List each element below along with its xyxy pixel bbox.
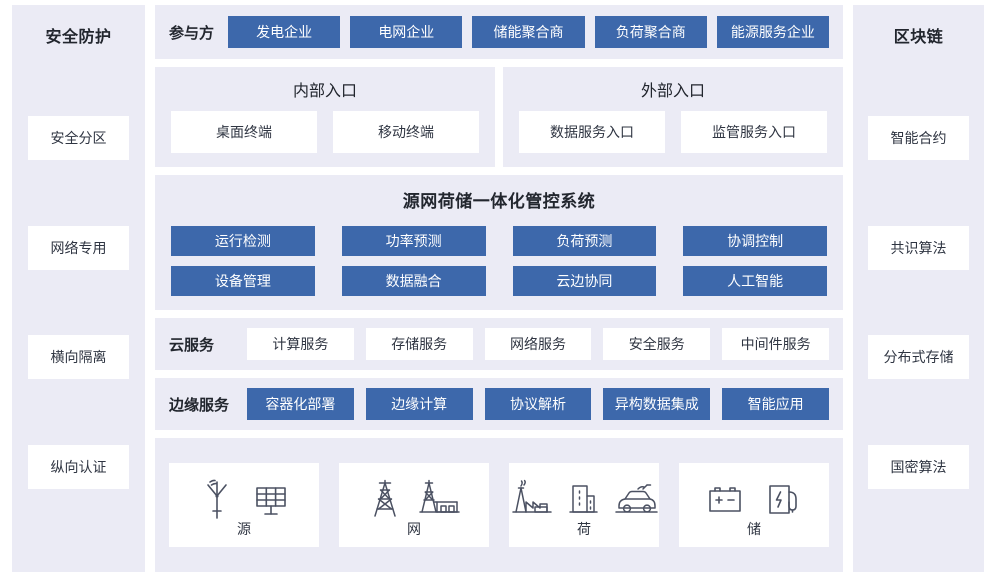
building-icon (567, 478, 599, 520)
internal-entrance-items: 桌面终端 移动终端 (171, 111, 479, 153)
module-load-forecast[interactable]: 负荷预测 (512, 226, 657, 256)
participants-label: 参与方 (169, 24, 215, 42)
entrance-data-service[interactable]: 数据服务入口 (519, 111, 665, 153)
cloud-service-row: 云服务 计算服务 存储服务 网络服务 安全服务 中间件服务 (155, 318, 843, 370)
right-sidebar-title: 区块链 (893, 29, 944, 46)
domain-card-storage[interactable]: 储 (679, 463, 829, 547)
factory-icon (509, 478, 553, 520)
external-entrance-title: 外部入口 (640, 83, 705, 100)
sidebar-item-smart-contract[interactable]: 智能合约 (868, 116, 969, 161)
transmission-tower-icon (367, 478, 403, 520)
entrance-desktop-terminal[interactable]: 桌面终端 (171, 111, 317, 153)
participant-storage-aggregator[interactable]: 储能聚合商 (472, 16, 585, 48)
system-module-grid: 运行检测 功率预测 负荷预测 协调控制 设备管理 数据融合 云边协同 人工智能 (171, 226, 827, 296)
module-operation-detection[interactable]: 运行检测 (171, 226, 315, 256)
participant-energy-service[interactable]: 能源服务企业 (716, 16, 830, 48)
system-title: 源网荷储一体化管控系统 (402, 192, 596, 211)
entrances-row: 内部入口 桌面终端 移动终端 外部入口 数据服务入口 监管服务入口 (155, 67, 843, 167)
domain-label-grid: 网 (407, 521, 421, 537)
participant-power-generation[interactable]: 发电企业 (228, 16, 341, 48)
entrance-mobile-terminal[interactable]: 移动终端 (333, 111, 479, 153)
domain-icons-grid (367, 474, 461, 520)
edge-service-edge-computing[interactable]: 边缘计算 (365, 388, 473, 420)
cloud-service-items: 计算服务 存储服务 网络服务 安全服务 中间件服务 (247, 328, 829, 360)
sidebar-item-security-zone[interactable]: 安全分区 (28, 116, 129, 161)
left-sidebar-title: 安全防护 (45, 29, 112, 46)
sidebar-item-distributed-storage[interactable]: 分布式存储 (868, 335, 969, 380)
entrance-regulatory-service[interactable]: 监管服务入口 (681, 111, 827, 153)
cloud-service-middleware[interactable]: 中间件服务 (722, 328, 829, 360)
system-panel: 源网荷储一体化管控系统 运行检测 功率预测 负荷预测 协调控制 设备管理 数据融… (155, 175, 843, 310)
module-power-forecast[interactable]: 功率预测 (341, 226, 486, 256)
edge-service-heterogeneous-data-integration[interactable]: 异构数据集成 (603, 388, 711, 420)
module-artificial-intelligence[interactable]: 人工智能 (683, 266, 827, 296)
cloud-service-security[interactable]: 安全服务 (603, 328, 711, 360)
domain-card-source[interactable]: 源 (169, 463, 319, 547)
cloud-service-network[interactable]: 网络服务 (484, 328, 592, 360)
participant-grid-enterprise[interactable]: 电网企业 (350, 16, 463, 48)
edge-service-label: 边缘服务 (169, 396, 230, 414)
domain-label-storage: 储 (747, 521, 761, 537)
module-device-management[interactable]: 设备管理 (171, 266, 315, 296)
module-cloud-edge-collaboration[interactable]: 云边协同 (512, 266, 657, 296)
module-data-fusion[interactable]: 数据融合 (341, 266, 486, 296)
cloud-service-compute[interactable]: 计算服务 (247, 328, 354, 360)
module-coordinated-control[interactable]: 协调控制 (683, 226, 827, 256)
domain-label-load: 荷 (577, 521, 591, 537)
left-sidebar-security: 安全防护 安全分区 网络专用 横向隔离 纵向认证 (12, 5, 145, 572)
domain-icons-load (509, 474, 659, 520)
participants-row: 参与方 发电企业 电网企业 储能聚合商 负荷聚合商 能源服务企业 (155, 5, 843, 59)
internal-entrance-title: 内部入口 (292, 83, 357, 100)
wind-turbine-icon (197, 478, 237, 520)
electric-vehicle-icon (613, 478, 659, 520)
external-entrance-items: 数据服务入口 监管服务入口 (519, 111, 827, 153)
domain-row: 源 (155, 438, 843, 572)
center-column: 参与方 发电企业 电网企业 储能聚合商 负荷聚合商 能源服务企业 内部入口 桌面… (155, 5, 843, 572)
sidebar-item-consensus-algorithm[interactable]: 共识算法 (868, 225, 969, 270)
sidebar-item-vertical-authentication[interactable]: 纵向认证 (28, 444, 129, 489)
battery-icon (703, 478, 747, 520)
domain-icons-storage (703, 474, 805, 520)
domain-card-load[interactable]: 荷 (509, 463, 659, 547)
internal-entrance-panel: 内部入口 桌面终端 移动终端 (155, 67, 495, 167)
edge-service-intelligent-application[interactable]: 智能应用 (722, 388, 829, 420)
sidebar-item-dedicated-network[interactable]: 网络专用 (28, 225, 129, 270)
substation-icon (417, 478, 461, 520)
sidebar-item-horizontal-isolation[interactable]: 横向隔离 (28, 335, 129, 380)
edge-service-items: 容器化部署 边缘计算 协议解析 异构数据集成 智能应用 (247, 388, 829, 420)
domain-card-grid[interactable]: 网 (339, 463, 489, 547)
edge-service-row: 边缘服务 容器化部署 边缘计算 协议解析 异构数据集成 智能应用 (155, 378, 843, 430)
sidebar-item-national-cryptographic-algorithm[interactable]: 国密算法 (868, 444, 969, 489)
edge-service-containerized-deployment[interactable]: 容器化部署 (247, 388, 354, 420)
charging-station-icon (761, 478, 805, 520)
domain-icons-source (197, 474, 291, 520)
cloud-service-storage[interactable]: 存储服务 (365, 328, 473, 360)
domain-label-source: 源 (237, 521, 251, 537)
edge-service-protocol-parsing[interactable]: 协议解析 (484, 388, 592, 420)
cloud-service-label: 云服务 (169, 336, 215, 354)
right-sidebar-blockchain: 区块链 智能合约 共识算法 分布式存储 国密算法 (853, 5, 984, 572)
participant-load-aggregator[interactable]: 负荷聚合商 (594, 16, 707, 48)
solar-panel-icon (251, 478, 291, 520)
external-entrance-panel: 外部入口 数据服务入口 监管服务入口 (503, 67, 843, 167)
